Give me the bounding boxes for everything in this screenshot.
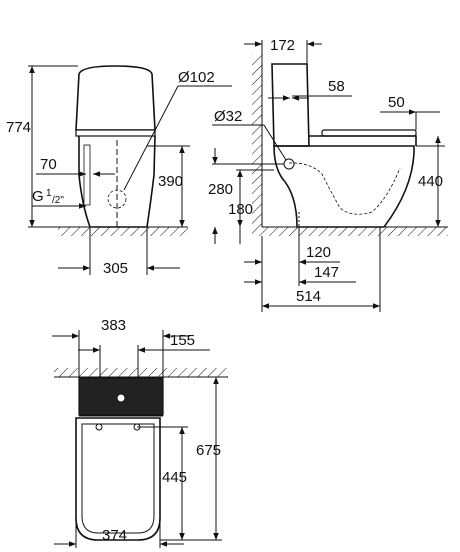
top-hinge-left	[95, 423, 103, 431]
dim-dia32-label: Ø32	[214, 108, 242, 125]
dim-70-label: 70	[40, 156, 57, 173]
front-view: 774 Ø102 70 G 1 /2" 390 305	[6, 65, 232, 277]
dim-120-label: 120	[306, 244, 331, 261]
side-seat-hinge	[309, 135, 417, 146]
top-wall-hatch	[54, 368, 228, 377]
front-cistern	[75, 65, 156, 131]
dia32-leader	[263, 124, 287, 161]
dim-774-label: 774	[6, 119, 31, 136]
dim-390-label: 390	[158, 173, 183, 190]
inlet-thread-g: G	[32, 188, 44, 205]
top-flush-button	[116, 393, 126, 403]
dim-50-label: 50	[388, 94, 405, 111]
side-bowl	[273, 145, 415, 228]
dim-172-label: 172	[270, 37, 295, 54]
top-seat	[81, 423, 155, 534]
dim-155-label: 155	[170, 332, 195, 349]
dim-dia102-label: Ø102	[178, 69, 215, 86]
top-view: 383 155 675 445 374	[52, 317, 228, 548]
inlet-thread-num: 1	[46, 188, 52, 199]
front-cistern-base	[75, 129, 156, 137]
side-inlet-circle	[283, 158, 295, 170]
dim-280-label: 280	[208, 181, 233, 198]
dia102-leader	[123, 85, 179, 191]
side-floor-hatch	[252, 227, 448, 236]
dim-58-label: 58	[328, 78, 345, 95]
dim-675-label: 675	[196, 442, 221, 459]
dim-374-label: 374	[102, 527, 127, 544]
side-cistern	[271, 63, 310, 147]
dim-514-label: 514	[296, 288, 321, 305]
dim-383-label: 383	[101, 317, 126, 334]
side-view: 172 58 50 Ø32 280 180 440	[208, 37, 448, 312]
dim-305-label: 305	[103, 260, 128, 277]
dim-440-label: 440	[418, 173, 443, 190]
side-wall-hatch	[252, 55, 262, 227]
front-inlet-pipe	[83, 144, 91, 206]
dim-180-label: 180	[228, 201, 253, 218]
front-pedestal	[78, 135, 156, 228]
side-seat	[321, 129, 417, 137]
inlet-thread-den: /2"	[52, 195, 64, 206]
dim-147-label: 147	[314, 264, 339, 281]
front-floor-hatch	[58, 227, 188, 236]
dim-445-label: 445	[162, 469, 187, 486]
side-trap	[288, 162, 401, 215]
top-bowl	[75, 417, 161, 541]
